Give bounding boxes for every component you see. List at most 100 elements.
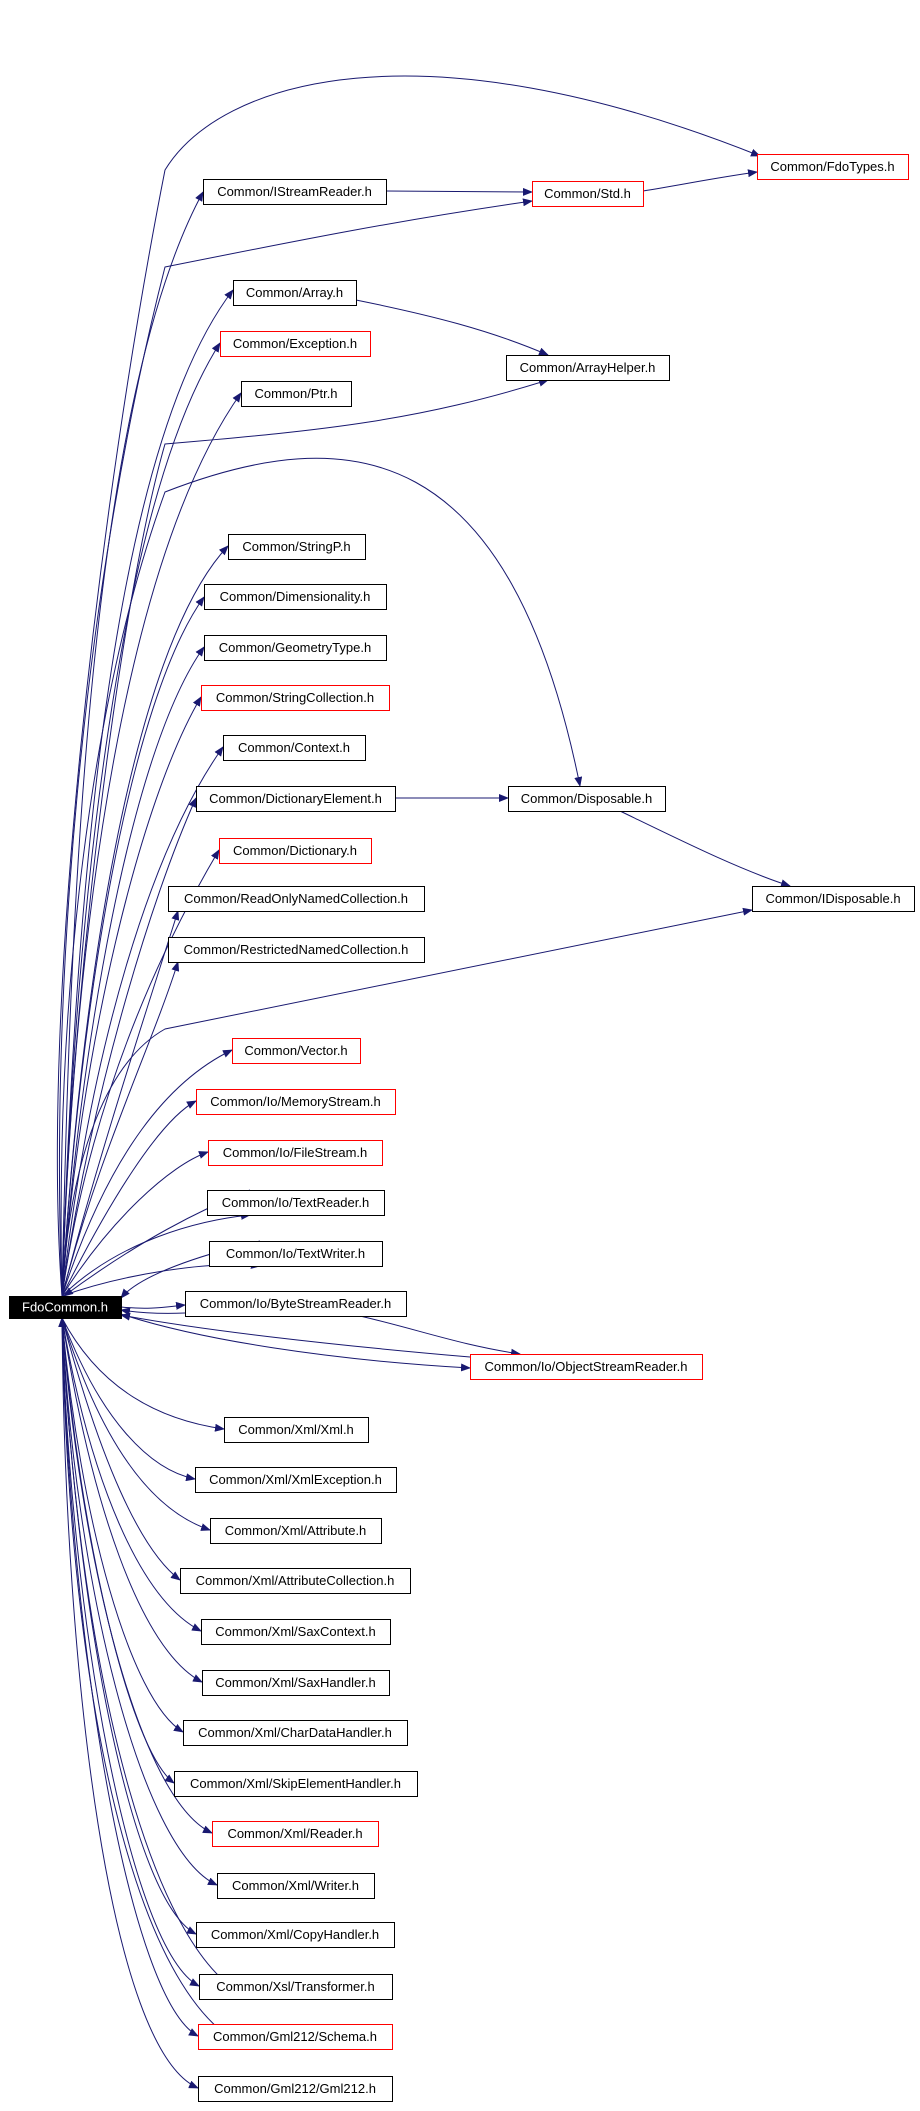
node-textreader[interactable]: Common/Io/TextReader.h xyxy=(207,1190,385,1216)
node-writer[interactable]: Common/Xml/Writer.h xyxy=(217,1873,375,1899)
edge-array-to-arrayhelper xyxy=(355,299,549,356)
edge-root-to-filestream xyxy=(61,1151,209,1297)
root-node[interactable]: FdoCommon.h xyxy=(9,1296,122,1319)
node-stringcollection[interactable]: Common/StringCollection.h xyxy=(201,685,390,711)
node-schema[interactable]: Common/Gml212/Schema.h xyxy=(198,2024,393,2050)
node-dimensionality[interactable]: Common/Dimensionality.h xyxy=(204,584,387,610)
node-box xyxy=(198,2076,393,2102)
node-box xyxy=(241,381,352,407)
node-box xyxy=(168,937,425,963)
node-label: Common/IDisposable.h xyxy=(765,891,900,906)
node-label: Common/IStreamReader.h xyxy=(217,184,372,199)
edge-root-to-dictionaryelement xyxy=(61,797,197,1297)
node-label: Common/Ptr.h xyxy=(254,386,337,401)
node-context[interactable]: Common/Context.h xyxy=(223,735,366,761)
node-box xyxy=(201,1619,391,1645)
node-box xyxy=(201,685,390,711)
node-chardatahandler[interactable]: Common/Xml/CharDataHandler.h xyxy=(183,1720,408,1746)
edge-disposable-to-idisposable xyxy=(619,810,791,888)
node-box xyxy=(228,534,366,560)
edge-root-to-arrayhelper xyxy=(61,378,549,1297)
node-box xyxy=(168,886,425,912)
node-box xyxy=(207,1190,385,1216)
node-vector[interactable]: Common/Vector.h xyxy=(232,1038,361,1064)
node-ptr[interactable]: Common/Ptr.h xyxy=(241,381,352,407)
node-label: Common/DictionaryElement.h xyxy=(209,791,382,806)
node-exception[interactable]: Common/Exception.h xyxy=(220,331,371,357)
node-box xyxy=(195,1467,397,1493)
node-geometrytype[interactable]: Common/GeometryType.h xyxy=(204,635,387,661)
node-label: Common/Gml212/Gml212.h xyxy=(214,2081,376,2096)
node-saxcontext[interactable]: Common/Xml/SaxContext.h xyxy=(201,1619,391,1645)
node-box xyxy=(204,635,387,661)
edge-root-to-textreader xyxy=(61,1211,251,1297)
edge-root-to-chardatahandler xyxy=(61,1317,184,1733)
node-box xyxy=(199,1974,393,2000)
edge-root-to-stringcollection xyxy=(61,696,202,1297)
node-istreamreader[interactable]: Common/IStreamReader.h xyxy=(203,179,387,205)
node-box xyxy=(506,355,670,381)
node-dictionary[interactable]: Common/Dictionary.h xyxy=(219,838,372,864)
node-box xyxy=(224,1417,369,1443)
node-label: Common/StringP.h xyxy=(242,539,350,554)
node-arrayhelper[interactable]: Common/ArrayHelper.h xyxy=(506,355,670,381)
node-filestream[interactable]: Common/Io/FileStream.h xyxy=(208,1140,383,1166)
node-restrictednamedcollection[interactable]: Common/RestrictedNamedCollection.h xyxy=(168,937,425,963)
node-reader[interactable]: Common/Xml/Reader.h xyxy=(212,1821,379,1847)
node-label: Common/Xsl/Transformer.h xyxy=(216,1979,374,1994)
node-label: Common/Xml/SkipElementHandler.h xyxy=(190,1776,401,1791)
node-box xyxy=(217,1873,375,1899)
node-readonlynamedcollection[interactable]: Common/ReadOnlyNamedCollection.h xyxy=(168,886,425,912)
node-xml[interactable]: Common/Xml/Xml.h xyxy=(224,1417,369,1443)
node-label: Common/Io/TextReader.h xyxy=(222,1195,369,1210)
node-copyhandler[interactable]: Common/Xml/CopyHandler.h xyxy=(196,1922,395,1948)
node-label: Common/Io/TextWriter.h xyxy=(226,1246,365,1261)
node-label: Common/Dictionary.h xyxy=(233,843,357,858)
node-box xyxy=(185,1291,407,1317)
node-saxhandler[interactable]: Common/Xml/SaxHandler.h xyxy=(202,1670,390,1696)
node-gml212[interactable]: Common/Gml212/Gml212.h xyxy=(198,2076,393,2102)
edge-root-to-xml xyxy=(61,1317,225,1432)
node-box xyxy=(196,1922,395,1948)
node-xmlexception[interactable]: Common/Xml/XmlException.h xyxy=(195,1467,397,1493)
edge-root-to-istreamreader xyxy=(61,191,204,1297)
edge-objectstreamreader-to-root xyxy=(120,1312,471,1358)
node-textwriter[interactable]: Common/Io/TextWriter.h xyxy=(209,1241,383,1267)
node-label: Common/Io/ByteStreamReader.h xyxy=(200,1296,391,1311)
edge-root-to-dimensionality xyxy=(61,596,205,1297)
edge-schema-to-root xyxy=(58,1317,256,2050)
node-label: Common/Xml/Writer.h xyxy=(232,1878,359,1893)
node-objectstreamreader[interactable]: Common/Io/ObjectStreamReader.h xyxy=(470,1354,703,1380)
node-memorystream[interactable]: Common/Io/MemoryStream.h xyxy=(196,1089,396,1115)
node-stringp[interactable]: Common/StringP.h xyxy=(228,534,366,560)
node-box xyxy=(752,886,915,912)
edge-transformer-to-root xyxy=(58,1317,256,2000)
node-array[interactable]: Common/Array.h xyxy=(233,280,357,306)
edge-root-to-skipelementhandler xyxy=(61,1317,175,1784)
edge-root-to-disposable xyxy=(60,457,583,1297)
node-disposable[interactable]: Common/Disposable.h xyxy=(508,786,666,812)
node-std[interactable]: Common/Std.h xyxy=(532,181,644,207)
edge-root-to-exception xyxy=(61,342,221,1297)
node-idisposable[interactable]: Common/IDisposable.h xyxy=(752,886,915,912)
edge-root-to-geometrytype xyxy=(61,646,205,1297)
node-skipelementhandler[interactable]: Common/Xml/SkipElementHandler.h xyxy=(174,1771,418,1797)
edge-root-to-gml212 xyxy=(61,1317,199,2089)
node-bytestreamreader[interactable]: Common/Io/ByteStreamReader.h xyxy=(185,1291,407,1317)
node-dictionaryelement[interactable]: Common/DictionaryElement.h xyxy=(196,786,396,812)
node-label: Common/Disposable.h xyxy=(521,791,653,806)
edge-root-to-copyhandler xyxy=(61,1317,197,1935)
node-transformer[interactable]: Common/Xsl/Transformer.h xyxy=(199,1974,393,2000)
edge-std-to-fdotypes xyxy=(642,169,758,192)
node-label: Common/Io/FileStream.h xyxy=(223,1145,368,1160)
node-attribute[interactable]: Common/Xml/Attribute.h xyxy=(210,1518,382,1544)
edge-root-to-xmlexception xyxy=(61,1317,196,1482)
node-label: Common/Xml/CharDataHandler.h xyxy=(198,1725,392,1740)
edge-root-to-restrictednamedcollection xyxy=(61,961,180,1297)
node-fdotypes[interactable]: Common/FdoTypes.h xyxy=(757,154,909,180)
node-attributecollection[interactable]: Common/Xml/AttributeCollection.h xyxy=(180,1568,411,1594)
node-box xyxy=(508,786,666,812)
node-box xyxy=(183,1720,408,1746)
edge-root-to-saxhandler xyxy=(61,1317,203,1683)
